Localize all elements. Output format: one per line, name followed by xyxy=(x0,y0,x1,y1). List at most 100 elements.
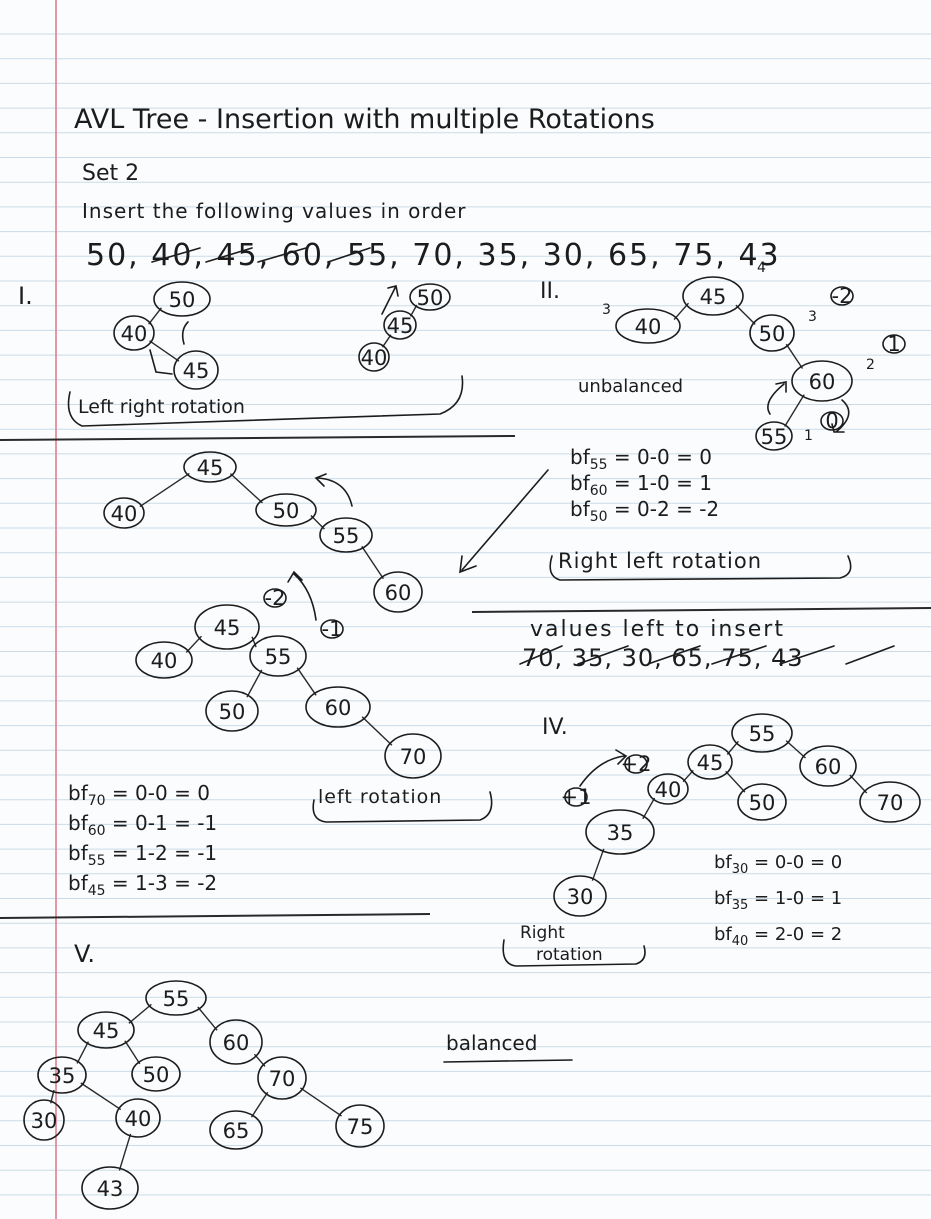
tree-edge xyxy=(246,669,263,698)
section-2-rotation-label: Right left rotation xyxy=(558,549,762,573)
height-mark: 1 xyxy=(804,428,813,444)
section-1-arrows xyxy=(149,285,399,375)
node-circle xyxy=(615,308,681,344)
tree-edge xyxy=(642,797,656,820)
bf-mark: -2 xyxy=(832,284,853,308)
tree-node: 40 xyxy=(103,497,145,529)
tree-edge xyxy=(361,545,384,580)
tree-edge xyxy=(118,1133,132,1171)
tree-node: 65 xyxy=(209,1110,263,1150)
section-2-status: unbalanced xyxy=(578,376,683,397)
node-value: 70 xyxy=(269,1067,296,1091)
node-value: 45 xyxy=(697,751,724,775)
node-value: 65 xyxy=(223,1119,250,1143)
tree-node: 50 xyxy=(153,281,211,317)
tree-node: 40 xyxy=(647,773,689,805)
bf-line: bf50 = 0-2 = -2 xyxy=(570,497,719,525)
tree-node: 60 xyxy=(799,745,857,787)
section-4-label-line1: Right xyxy=(520,923,565,943)
node-value: 55 xyxy=(265,645,292,669)
tree-node: 75 xyxy=(335,1104,385,1148)
node-circle xyxy=(113,315,155,351)
node-circle xyxy=(687,744,733,780)
tree-node: 55 xyxy=(145,980,207,1016)
node-value: 40 xyxy=(111,502,138,526)
node-circle xyxy=(791,360,853,402)
node-circle xyxy=(731,713,793,753)
bf-mark: 0 xyxy=(825,409,838,433)
height-mark: 3 xyxy=(602,302,611,318)
tree-node: 35 xyxy=(585,809,655,855)
node-value: 40 xyxy=(655,778,682,802)
tree-node: 45 xyxy=(687,744,733,780)
node-value: 75 xyxy=(347,1115,374,1139)
height-mark: 3 xyxy=(808,309,817,325)
node-circle xyxy=(103,497,145,529)
tree-node: 40 xyxy=(115,1098,161,1138)
bf-mark-ring xyxy=(263,588,287,608)
tree-node: 45 xyxy=(383,310,417,340)
tree-edge xyxy=(229,473,263,504)
bf-line: bf60 = 1-0 = 1 xyxy=(570,471,712,499)
node-circle xyxy=(585,809,655,855)
bf-line: bf60 = 0-1 = -1 xyxy=(68,811,217,839)
node-circle xyxy=(373,571,423,613)
bf-mark-ring xyxy=(624,754,648,774)
node-circle xyxy=(553,875,607,917)
page-title: AVL Tree - Insertion with multiple Rotat… xyxy=(74,104,655,135)
tree-edge xyxy=(124,1040,141,1065)
node-circle xyxy=(319,517,373,553)
bf-mark-ring xyxy=(820,411,844,431)
node-value: 45 xyxy=(197,456,224,480)
node-value: 55 xyxy=(749,722,776,746)
remaining-strikes xyxy=(519,645,895,665)
node-value: 45 xyxy=(93,1019,120,1043)
bf-mark-ring xyxy=(882,334,906,354)
node-value: 45 xyxy=(700,285,727,309)
tree-node: 55 xyxy=(319,517,373,553)
bf-mark-ring xyxy=(320,619,344,639)
bf-mark-ring xyxy=(830,286,854,306)
tree-edge xyxy=(251,636,257,648)
section-3-bracket xyxy=(312,791,493,823)
height-mark: 2 xyxy=(866,357,875,373)
node-circle xyxy=(737,783,787,821)
tree-edge xyxy=(250,1091,269,1118)
node-circle xyxy=(183,451,237,483)
node-circle xyxy=(647,773,689,805)
section-4-numeral: IV. xyxy=(542,715,568,740)
ruled-lines xyxy=(0,33,931,1196)
node-value: 35 xyxy=(49,1064,76,1088)
node-value: 60 xyxy=(385,581,412,605)
tree-edge xyxy=(197,1006,218,1031)
bf-mark: 1 xyxy=(887,332,900,356)
tree-edge xyxy=(673,302,690,321)
node-value: 50 xyxy=(169,288,196,312)
tree-node: 50 xyxy=(255,493,317,527)
tree-node: 45 xyxy=(183,451,237,483)
node-value: 45 xyxy=(183,359,210,383)
height-mark: 4 xyxy=(757,260,766,276)
bf-line: bf55 = 1-2 = -1 xyxy=(68,841,217,869)
node-value: 70 xyxy=(400,745,427,769)
tree-edge xyxy=(735,304,756,325)
section-1-rotation-label: Left right rotation xyxy=(78,396,245,418)
section-5-status: balanced xyxy=(446,1031,537,1055)
tree-node: 45 xyxy=(173,350,219,390)
instruction-text: Insert the following values in order xyxy=(82,199,467,223)
tree-node: 50 xyxy=(749,314,795,352)
tree-edge xyxy=(591,848,605,881)
node-value: 45 xyxy=(214,616,241,640)
node-circle xyxy=(145,980,207,1016)
tree-edge xyxy=(785,740,806,759)
tree-edge xyxy=(80,1082,122,1111)
section-5-numeral: V. xyxy=(74,940,95,968)
bf-line: bf55 = 0-0 = 0 xyxy=(570,445,712,473)
section-1-bracket xyxy=(67,375,464,427)
